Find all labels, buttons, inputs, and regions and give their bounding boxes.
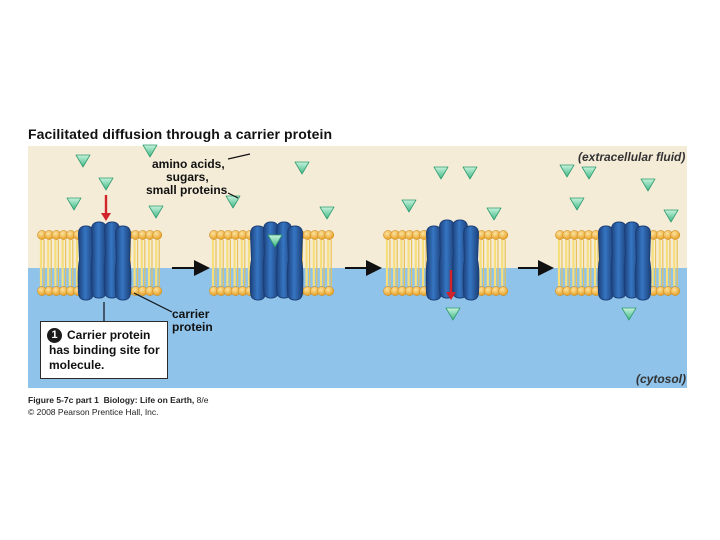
- figure-title: Facilitated diffusion through a carrier …: [28, 126, 332, 142]
- molecule-types-label: amino acids, sugars, small proteins: [146, 158, 227, 197]
- extracellular-fluid-label: (extracellular fluid): [578, 151, 685, 164]
- book-title: Biology: Life on Earth,: [104, 395, 195, 405]
- copyright-line: © 2008 Pearson Prentice Hall, Inc.: [28, 406, 208, 418]
- cytosol-label: (cytosol): [636, 373, 686, 386]
- carrier-protein: [78, 222, 131, 300]
- step-callout: 1 Carrier protein has binding site for m…: [40, 321, 168, 379]
- lipid-head: [499, 230, 508, 239]
- lipid-head: [325, 286, 334, 295]
- book-edition: 8/e: [197, 395, 209, 405]
- carrier-protein: [426, 220, 479, 300]
- carrier-protein-label: carrier protein: [172, 308, 213, 334]
- step-description: Carrier protein has binding site for mol…: [49, 328, 165, 373]
- lipid-head: [499, 286, 508, 295]
- carrier-protein: [598, 222, 651, 300]
- carrier-protein: [250, 222, 303, 300]
- protein-subunit: [463, 226, 479, 300]
- carrier-label-line: protein: [172, 321, 213, 334]
- lipid-head: [671, 286, 680, 295]
- lipid-head: [153, 286, 162, 295]
- lipid-head: [153, 230, 162, 239]
- molecule-label-line: small proteins: [146, 184, 227, 197]
- lipid-head: [325, 230, 334, 239]
- protein-subunit: [115, 226, 131, 300]
- protein-subunit: [635, 226, 651, 300]
- protein-subunit: [287, 226, 303, 300]
- figure-number: Figure 5-7c part 1: [28, 395, 99, 405]
- figure-caption: Figure 5-7c part 1 Biology: Life on Eart…: [28, 394, 208, 418]
- lipid-head: [671, 230, 680, 239]
